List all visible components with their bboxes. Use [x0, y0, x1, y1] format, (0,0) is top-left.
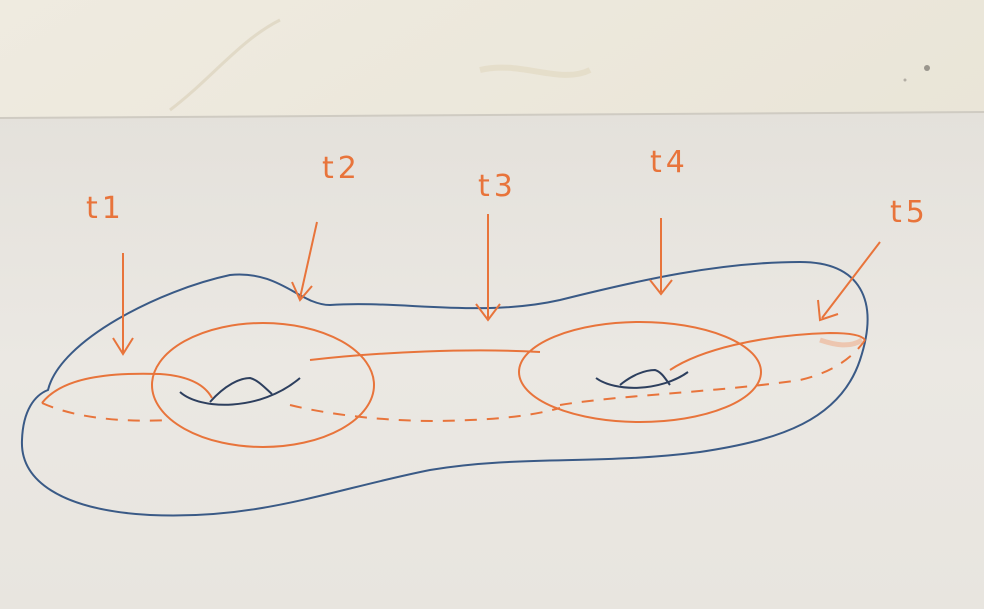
wall-speck	[903, 78, 907, 82]
curve-t5-back-dashed	[559, 339, 866, 406]
paper-edge	[0, 111, 984, 119]
label-t4: t4	[650, 145, 689, 180]
wall-smudge	[169, 18, 281, 112]
arrow-t5	[817, 241, 881, 322]
curve-t4-loop	[518, 321, 762, 423]
curve-t5-front	[669, 331, 866, 371]
curve-t3-back-dashed	[289, 404, 561, 422]
wall-smudge	[479, 64, 592, 78]
curve-t2-loop	[151, 322, 375, 448]
curve-t1-back-dashed	[41, 402, 171, 422]
arrow-t4	[649, 218, 673, 296]
label-t1: t1	[86, 191, 125, 226]
curve-t3-front	[309, 349, 541, 361]
left-hole-lower-curve	[179, 377, 301, 406]
right-hole-lower-curve	[595, 371, 689, 389]
label-t3: t3	[478, 169, 517, 204]
right-hole-upper-curve	[619, 368, 671, 386]
curve-t1-front	[41, 372, 213, 404]
curve-t5-faded-shading	[819, 337, 864, 348]
wall-speck	[924, 65, 930, 71]
label-t5: t5	[890, 195, 929, 230]
arrow-t3	[475, 214, 501, 322]
arrow-t1	[112, 253, 134, 356]
left-hole-upper-curve	[209, 376, 273, 403]
paper-sheet	[0, 112, 984, 609]
arrow-t2	[291, 221, 318, 302]
surface-outline	[20, 260, 869, 517]
label-t2: t2	[322, 151, 361, 186]
